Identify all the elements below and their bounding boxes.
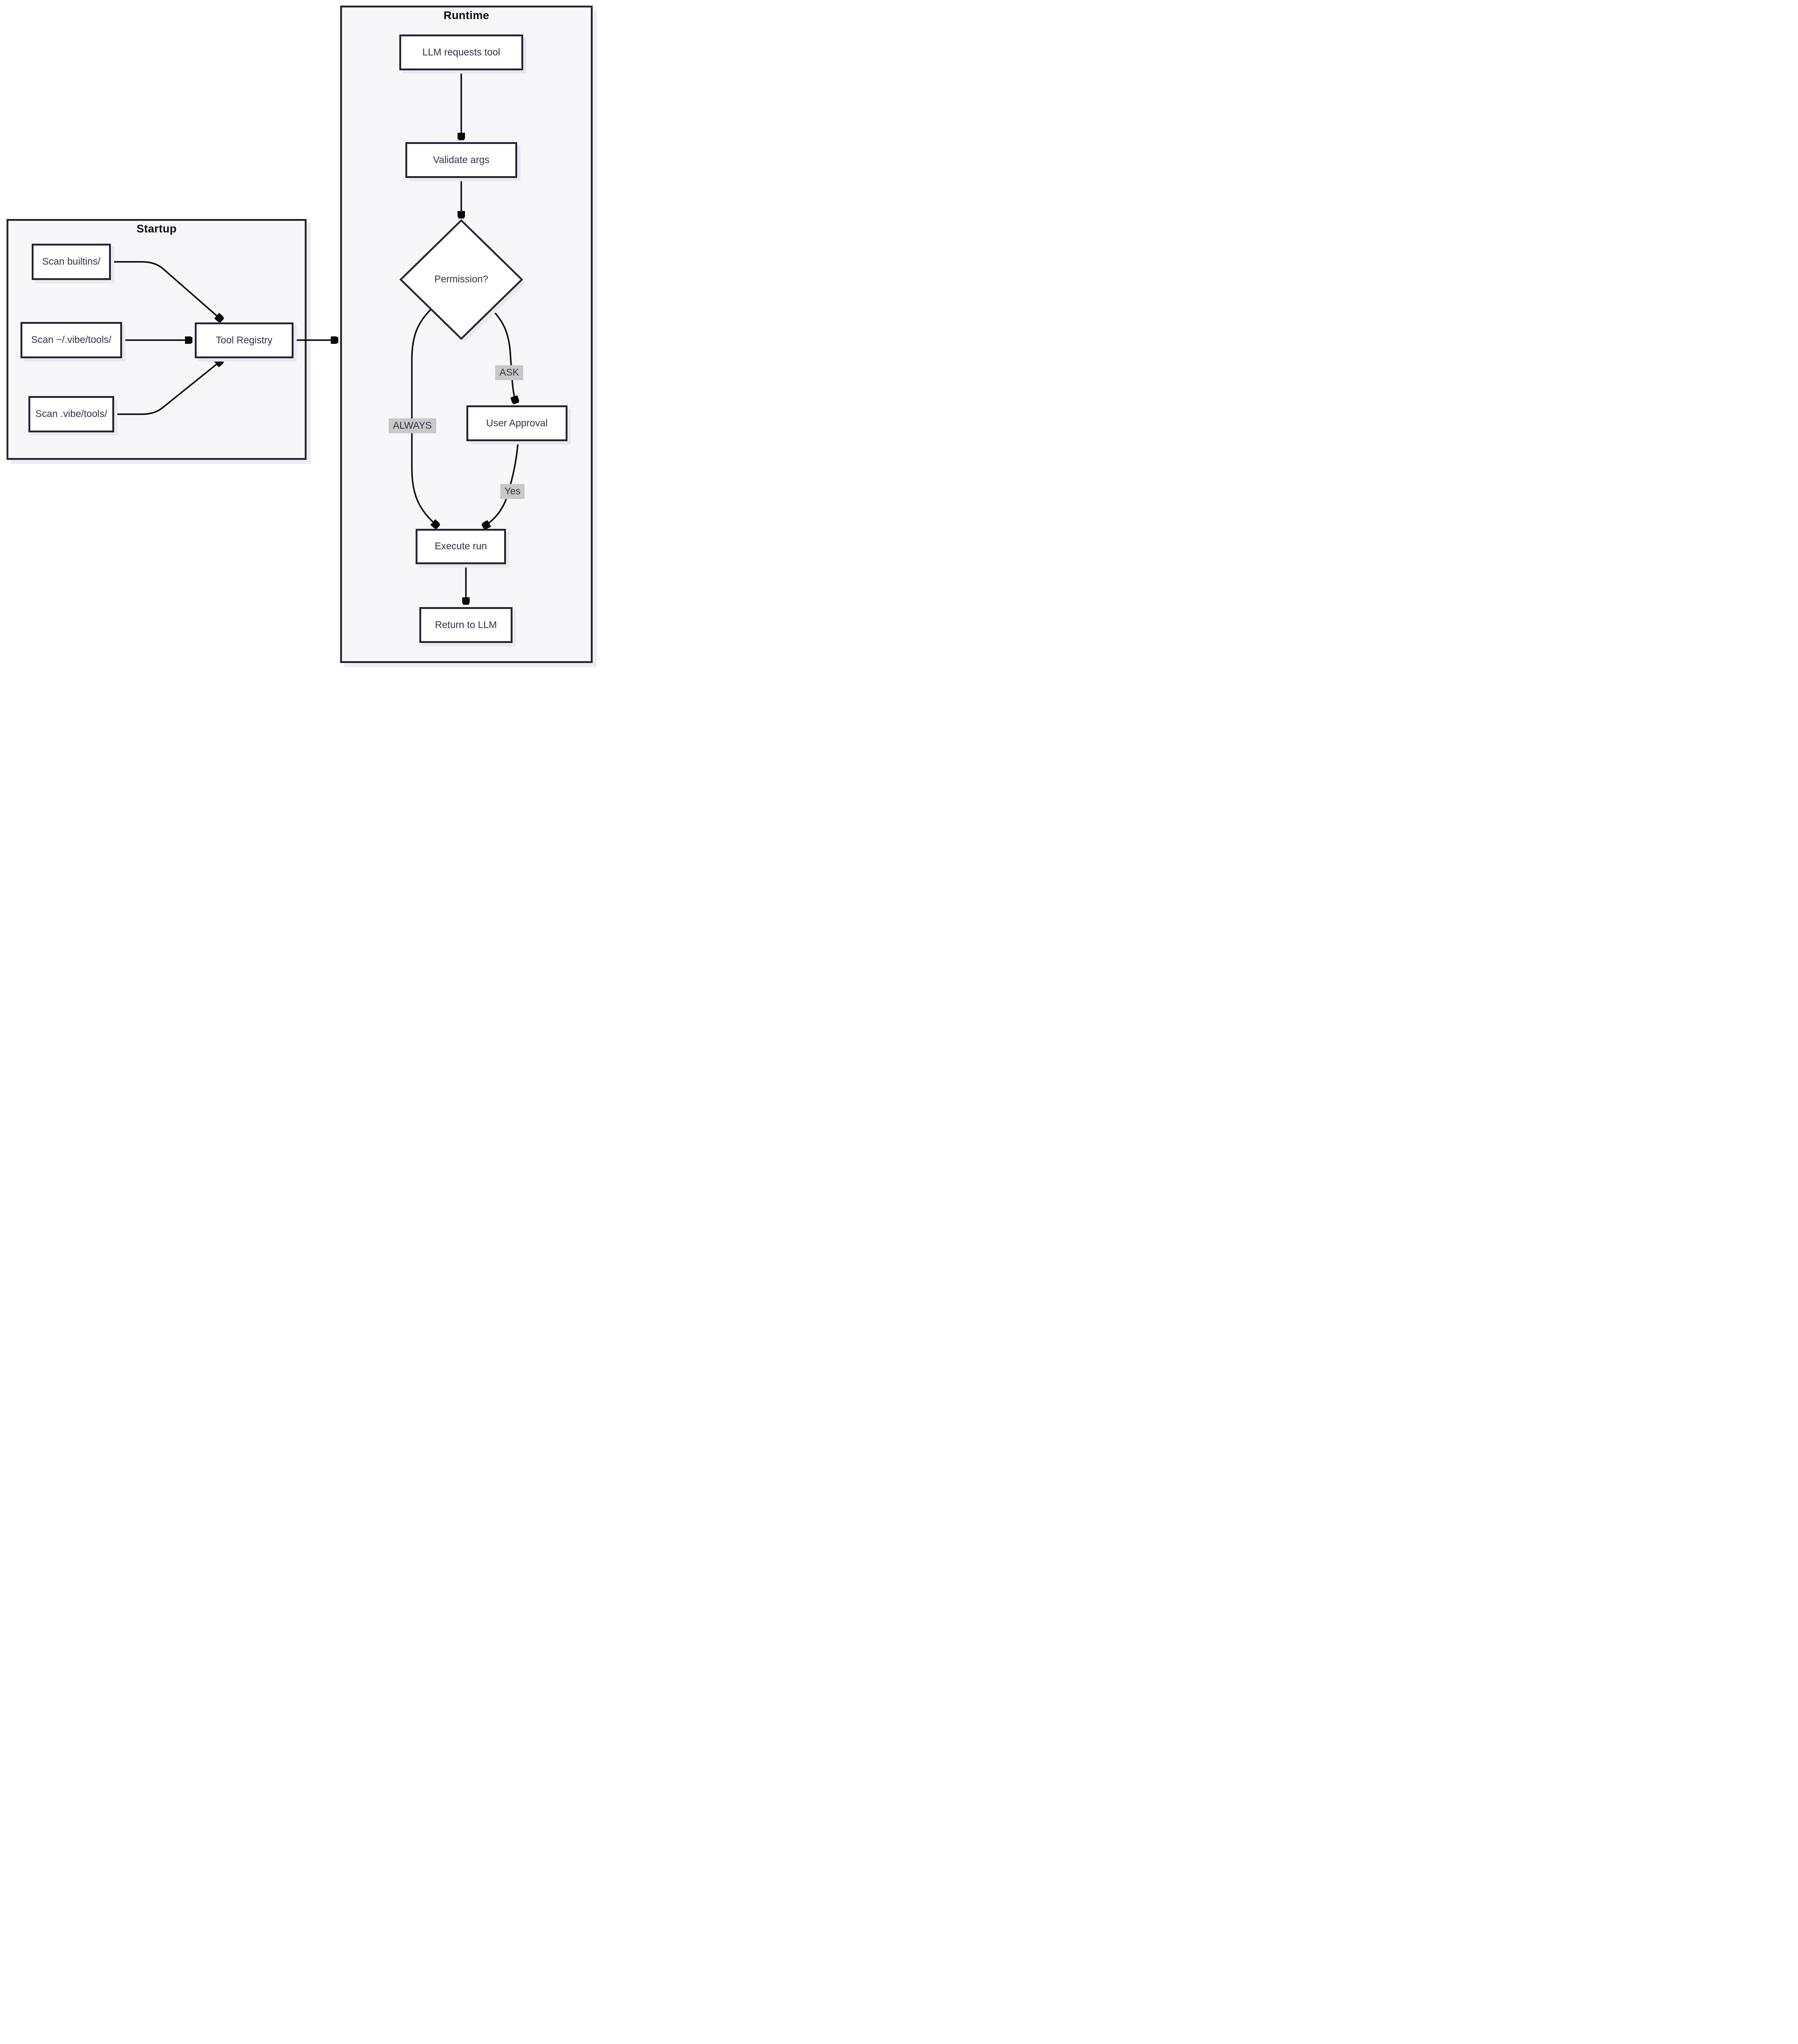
node-validate-args: Validate args <box>405 142 517 178</box>
subgraph-runtime-title: Runtime <box>443 9 490 22</box>
node-user-approval: User Approval <box>466 405 567 441</box>
node-execute-run: Execute run <box>416 529 506 564</box>
node-scan-user-tools-label: Scan ~/.vibe/tools/ <box>31 335 112 345</box>
node-scan-builtins: Scan builtins/ <box>32 244 111 280</box>
node-tool-registry: Tool Registry <box>195 322 294 358</box>
node-validate-args-label: Validate args <box>433 154 490 165</box>
node-permission-label: Permission? <box>434 274 488 285</box>
node-permission: Permission? <box>401 220 522 339</box>
node-tool-registry-label: Tool Registry <box>216 335 273 346</box>
node-llm-requests-tool-label: LLM requests tool <box>422 47 500 58</box>
subgraph-startup-title: Startup <box>136 223 177 235</box>
node-permission-diamond-shape <box>399 219 526 342</box>
node-execute-run-label: Execute run <box>434 541 487 552</box>
flowchart-canvas: Startup Runtime Scan builtins/ Scan ~/.v… <box>0 0 599 681</box>
node-scan-project-tools-label: Scan .vibe/tools/ <box>35 409 108 419</box>
node-return-to-llm: Return to LLM <box>419 607 513 643</box>
node-return-to-llm-label: Return to LLM <box>435 619 497 630</box>
edge-label-always: ALWAYS <box>389 418 436 434</box>
node-scan-builtins-label: Scan builtins/ <box>42 256 101 267</box>
node-user-approval-label: User Approval <box>486 417 548 429</box>
edge-label-yes: Yes <box>500 484 525 499</box>
node-scan-user-tools: Scan ~/.vibe/tools/ <box>21 322 122 358</box>
edge-label-ask: ASK <box>495 365 524 381</box>
node-scan-project-tools: Scan .vibe/tools/ <box>28 396 114 432</box>
diamond-outline <box>399 219 523 340</box>
node-llm-requests-tool: LLM requests tool <box>399 34 523 70</box>
